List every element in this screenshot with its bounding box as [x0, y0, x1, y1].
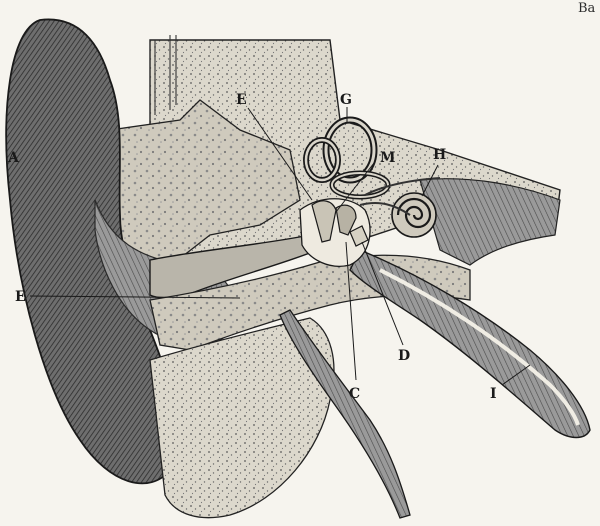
- label-top-right-fragment: Ba: [578, 1, 596, 16]
- label-h: H: [433, 147, 446, 163]
- label-e-left: E: [15, 289, 26, 305]
- label-a: A: [7, 150, 20, 166]
- label-g: G: [340, 92, 352, 108]
- label-e-upper: E: [236, 92, 247, 108]
- label-i: I: [490, 386, 497, 402]
- cochlea: [392, 193, 436, 237]
- label-m: M: [380, 150, 396, 166]
- label-d: D: [398, 348, 410, 364]
- label-c: C: [349, 386, 360, 402]
